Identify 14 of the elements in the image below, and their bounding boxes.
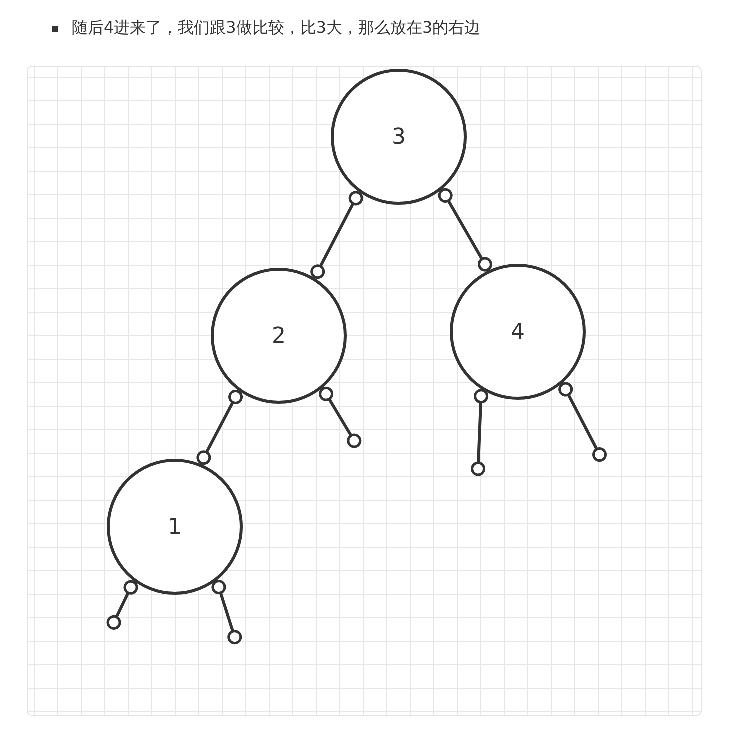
node-value: 2	[272, 324, 286, 348]
bullet-text: 随后4进来了，我们跟3做比较，比3大，那么放在3的右边	[72, 18, 481, 39]
connector-line	[310, 191, 364, 280]
connector-line	[471, 389, 489, 476]
connector-line	[319, 386, 362, 448]
connector-line	[558, 382, 608, 462]
connector-line	[106, 580, 138, 630]
node-value: 4	[511, 320, 525, 344]
node-value: 1	[168, 514, 182, 540]
connector-line	[212, 580, 242, 645]
tree-node-circle	[107, 459, 243, 595]
connector-line	[196, 390, 244, 466]
node-value: 3	[392, 124, 406, 150]
connector-line	[438, 188, 492, 272]
